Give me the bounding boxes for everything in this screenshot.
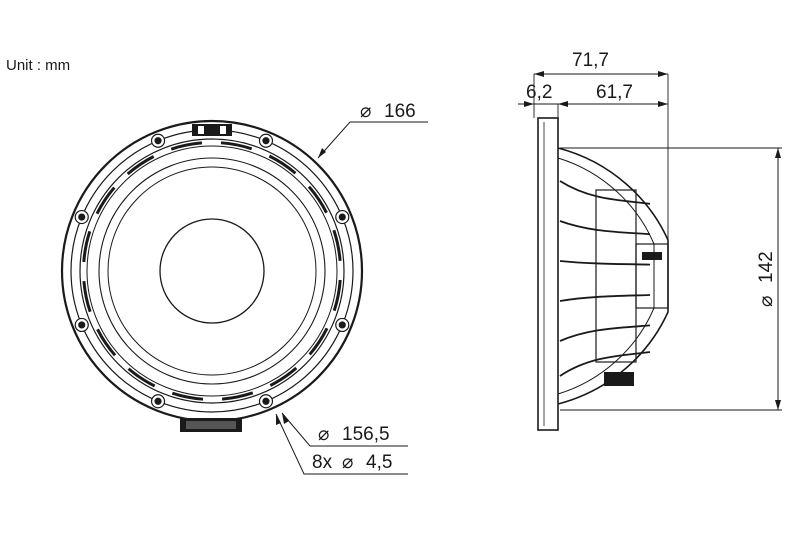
total-depth-value: 71,7 [572,50,609,71]
leader-arrowhead [276,414,281,425]
brand-badge [642,252,662,260]
rear-motor-cap [635,243,669,309]
outer-diameter-symbol: ⌀ [360,101,371,122]
dimension-arrowhead [775,148,781,158]
ring-slot [308,327,329,356]
mount-ring-diameter-leader [281,412,408,447]
ring-slot [95,186,116,215]
leader-arrowhead [282,413,289,424]
basket-outline [557,147,669,405]
dimension-arrowhead [775,400,781,410]
ring-slot [170,141,203,151]
body-diameter-label: ⌀ 142 [756,251,777,307]
dimension-arrowhead [524,101,534,107]
unit-label: Unit : mm [6,57,70,74]
body-diameter-value: 142 [756,251,777,283]
basket-rib [559,180,651,205]
ring-slot [268,154,297,175]
outer-frame-circle [60,119,364,423]
mount-hole [262,397,270,405]
leader-arrowhead [318,148,326,158]
bottom-logo-mark [186,421,236,429]
basket-rib [559,324,651,342]
ring-slot [269,366,298,387]
dimension-arrowhead [658,71,668,77]
basket-rib [559,351,651,377]
basket-rib [559,260,651,266]
mount-hole [338,321,346,329]
outer-diameter-value: 166 [384,101,416,122]
body-diameter-symbol: ⌀ [756,296,777,307]
ring-slot [221,391,254,401]
ring-slot [127,367,156,388]
hole-diameter-value: 4,5 [366,452,392,473]
mount-hole [78,321,86,329]
mount-hole [154,397,162,405]
body-depth-value: 61,7 [596,82,633,103]
surround-inner-circle [107,166,317,376]
mounting-flange [537,117,559,431]
ring-slot [332,229,342,262]
dimension-arrowhead [658,101,668,107]
ring-slots [82,141,342,401]
mount-ring-diameter-value: 156,5 [342,424,390,445]
mount-ring-circle [70,129,354,413]
flange-thickness-value: 6,2 [526,82,552,103]
dust-cap-circle [159,218,265,324]
mount-hole [154,137,162,145]
hole-count: 8x [312,452,333,473]
top-terminal-slot [198,126,204,134]
basket-inner-outline [557,157,655,395]
top-terminal-slot [220,126,226,134]
mount-hole [78,213,86,221]
dimension-arrowhead [534,71,544,77]
frame-edge-circle [86,145,338,397]
ring-slot [220,141,253,151]
mount-holes [74,133,350,409]
side-view [537,117,669,431]
hole-diameter-leader [275,413,408,475]
mount-hole [262,137,270,145]
mount-ring-diameter-symbol: ⌀ [318,424,329,445]
terminal-connector [604,372,634,386]
ring-slot [82,230,92,263]
hole-diameter-symbol: ⌀ [342,452,353,473]
ring-slot [126,155,155,176]
frame-inner-circle [79,138,345,404]
ring-slot [171,391,204,401]
surround-outer-circle [98,157,326,385]
ring-slot [332,279,342,312]
front-view [60,119,364,432]
basket-rib [559,220,651,236]
basket-rib [559,294,651,302]
magnet-assembly [595,189,637,363]
ring-slot [96,328,117,357]
basket-ribs [559,180,651,377]
ring-slot [82,280,92,313]
outer-diameter-leader [317,121,428,159]
dimension-arrowhead [558,101,568,107]
ring-slot [307,185,328,214]
mount-hole [338,213,346,221]
